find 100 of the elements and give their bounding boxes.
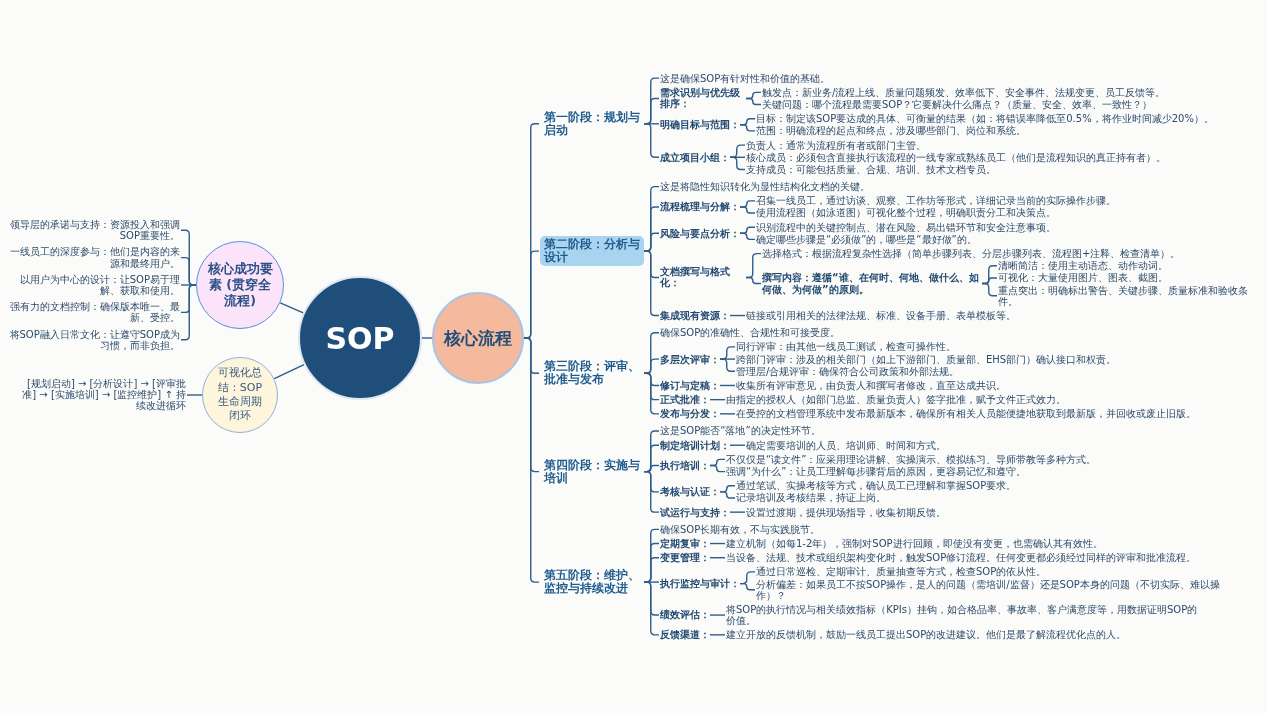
connector-line [745,276,762,285]
branch-label: 绩效评估： [660,609,710,621]
leaf-text: 不仅仅是“读文件”：应采用理论讲解、实操演示、模拟练习、导师带教等多种方式。 [726,453,1097,465]
leaf-text: 建立开放的反馈机制，鼓励一线员工提出SOP的改进建议。他们是最了解流程优化点的人。 [726,629,1127,641]
connector-line [421,337,433,339]
leaf-text: 记录培训及考核结果，持证上岗。 [736,492,886,504]
leaf-text: 负责人：通常为流程所有者或部门主管。 [746,139,926,151]
central-topic-circle: SOP [298,276,422,400]
branch-label: 执行监控与审计： [660,578,740,590]
branch-label: 考核与认证： [660,486,720,498]
branch-label: 修订与定稿： [660,379,720,392]
leaf-text: 分析偏差：如果员工不按SOP操作，是人的问题（需培训/监督）还是SOP本身的问题（不切实际、难以操作）？ [756,578,1236,601]
leaf-text: 同行评审：由其他一线员工测试，检查可操作性。 [736,341,956,353]
topic-circle: 核心成功要素 (贯穿全流程) [196,241,284,329]
phase-label: 第三阶段：评审、批准与发布 [540,358,644,389]
leaf-text: 通过笔试、实操考核等方式，确认员工已理解和掌握SOP要求。 [736,480,1017,492]
connector-line [719,358,736,372]
connector-line [729,444,746,446]
leaf-text: 选择格式：根据流程复杂性选择（简单步骤列表、分层步骤列表、流程图+注释、检查清单）。 [762,248,1181,260]
connector-line [709,398,726,401]
branch-label: 制定培训计划： [660,439,730,451]
leaf-text: 将SOP的执行情况与相关绩效指标（KPIs）挂钩，如合格品率、事故率、客户满意度等，用数据证明SOP的价值。 [726,603,1206,627]
connector-line [709,542,726,545]
leaf-text: 这是SOP能否“落地”的决定性环节。 [660,425,821,437]
connector-line [709,557,726,559]
leaf-text: 触发点：新业务/流程上线、质量问题频发、效率低下、安全事件、法规变更、员工反馈等。 [762,86,1166,98]
branch-label: 撰写内容：遵循“谁、在何时、何地、做什么、如何做、为何做”的原则。 [762,272,982,295]
leaf-text: 当设备、法规、技术或组织架构变化时，触发SOP修订流程。任何变更都必须经过同样的评审和批准流程。 [726,552,1197,564]
branch-label: 正式批准： [660,394,710,406]
leaf-text: 识别流程中的关键控制点、潜在风险、易出错环节和安全注意事项。 [756,221,1056,233]
leaf-text: 跨部门评审：涉及的相关部门（如上下游部门、质量部、EHS部门）确认接口和权责。 [736,353,1117,365]
leaf-text: 范围：明确流程的起点和终点，涉及哪些部门、岗位和系统。 [756,125,1026,137]
leaf-text: 关键问题：哪个流程最需要SOP？它要解决什么痛点？（质量、安全、效率、一致性？） [762,98,1153,111]
leaf-text: 由指定的授权人（如部门总监、质量负责人）签字批准，赋予文件正式效力。 [726,394,1066,406]
phase-label: 第五阶段：维护、监控与持续改进 [540,567,644,597]
leaf-text: 可视化：大量使用图片、图表、截图。 [998,272,1168,284]
leaf-text: 建立机制（如每1-2年），强制对SOP进行回顾，即使没有变更，也需确认其有效性。 [726,537,1103,550]
leaf-text: 通过日常巡检、定期审计、质量抽查等方式，检查SOP的依从性。 [756,566,1047,578]
branch-label: 文档撰写与格式化： [660,266,746,289]
connector-line [719,384,736,387]
connector-line [719,491,736,499]
branch-label: 流程梳理与分解： [660,201,740,213]
phase-label: 第二阶段：分析与设计 [540,236,644,266]
connector-line [643,250,660,317]
leaf-text: 核心成员：必须包含直接执行该流程的一线专家或熟练员工（他们是流程知识的真正持有者）。 [746,151,1166,163]
connector-line [739,232,756,241]
connector-line [643,372,660,415]
connector-line [279,302,304,314]
branch-label: 需求识别与优先级排序： [660,87,746,110]
main-topic-circle: 核心流程 [432,292,524,384]
leaf-text: 确定需要培训的人员、培训师、时间和方式。 [746,439,946,451]
connector-line [709,634,726,636]
leaf-text: 目标：制定该SOP要达成的具体、可衡量的结果（如：将错误率降低至0.5%，将作业时间减少20%）。 [756,113,1214,125]
leaf-text: 一线员工的深度参与：他们是内容的来源和最终用户。 [8,246,180,269]
branch-label: 定期复审： [660,537,710,550]
leaf-text: 支持成员：可能包括质量、合规、培训、技术文档专员。 [746,163,996,176]
leaf-text: 召集一线员工，通过访谈、观察、工作坊等形式，详细记录当前的实际操作步骤。 [756,195,1116,207]
leaf-text: 领导层的承诺与支持：资源投入和强调SOP重要性。 [8,219,180,242]
connector-line [745,97,762,106]
connector-line [643,581,660,636]
connector-line [739,582,756,591]
leaf-text: 这是将隐性知识转化为显性结构化文档的关键。 [660,181,870,193]
branch-label: 集成现有资源： [660,309,730,322]
connector-line [709,614,726,616]
connector-line [729,156,746,171]
leaf-text: 重点突出：明确标出警告、关键步骤、质量标准和验收条件。 [998,284,1260,307]
branch-label: 发布与分发： [660,408,720,420]
leaf-text: 将SOP融入日常文化：让遵守SOP成为习惯，而非负担。 [8,328,180,351]
leaf-text: 清晰简洁：使用主动语态、动作动词。 [998,260,1168,272]
branch-label: 风险与要点分析： [660,227,740,239]
connector-line [729,314,746,317]
leaf-text: 确保SOP的准确性、合规性和可接受度。 [660,327,841,339]
leaf-text: 设置过渡期，提供现场指导，收集初期反馈。 [746,506,946,518]
leaf-text: 在受控的文档管理系统中发布最新版本，确保所有相关人员能便捷地获取到最新版，并回收或废止旧版。 [736,408,1196,420]
connector-line [729,511,746,513]
connector-line [643,470,660,513]
connector-line [739,206,756,214]
leaf-text: 使用流程图（如泳道图）可视化整个过程，明确职责分工和决策点。 [756,207,1056,219]
connector-line [739,124,756,132]
leaf-text: 管理层/合规评审：确保符合公司政策和外部法规。 [736,365,960,377]
leaf-text: 强有力的文档控制：确保版本唯一、最新、受控。 [8,301,180,324]
leaf-text: 这是确保SOP有针对性和价值的基础。 [660,72,831,84]
leaf-text: 确保SOP长期有效，不与实践脱节。 [660,523,821,535]
topic-circle: 可视化总结：SOP生命周期闭环 [202,357,278,433]
connector-line [709,464,726,473]
branch-label: 变更管理： [660,552,710,564]
leaf-text: 确定哪些步骤是“必须做”的，哪些是“最好做”的。 [756,233,977,245]
connector-line [981,282,998,297]
connector-line [273,363,305,380]
leaf-text: 链接或引用相关的法律法规、标准、设备手册、表单模板等。 [746,309,1016,322]
connector-line [186,394,203,396]
leaf-text: [规划启动] → [分析设计] → [评审批准] → [实施培训] → [监控维护] ↑ 持续改进循环 [14,378,186,412]
phase-label: 第一阶段：规划与启动 [540,108,644,139]
leaf-text: 强调“为什么”：让员工理解每步骤背后的原因，更容易记忆和遵守。 [726,466,1027,478]
branch-label: 执行培训： [660,459,710,472]
branch-label: 反馈渠道： [660,629,710,641]
branch-label: 试运行与支持： [660,506,730,518]
connector-line [719,413,736,415]
branch-label: 明确目标与范围： [660,119,740,131]
phase-label: 第四阶段：实施与培训 [540,456,644,487]
